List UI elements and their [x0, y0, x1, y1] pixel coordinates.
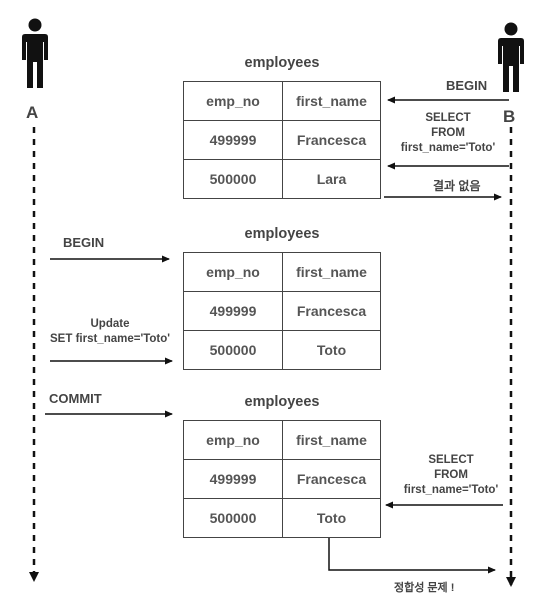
sql-line: FROM — [431, 127, 465, 139]
table-header-cell: first_name — [282, 420, 381, 460]
table-cell: 499999 — [183, 291, 283, 331]
table1-title: employees — [244, 55, 320, 71]
b-begin-label: BEGIN — [446, 78, 488, 93]
sql-line: SELECT — [425, 112, 471, 124]
table-row: 500000 Lara — [183, 159, 381, 199]
sql-line: SELECT — [428, 454, 474, 466]
table-row: 500000 Toto — [183, 498, 381, 538]
table-header-row: emp_no first_name — [183, 252, 381, 292]
table-cell: Toto — [282, 330, 381, 370]
person-a-icon — [22, 18, 48, 88]
table3-title: employees — [244, 394, 320, 410]
table-cell: 500000 — [183, 330, 283, 370]
table-row: 499999 Francesca — [183, 291, 381, 331]
b-select1-label: SELECT FROM first_name='Toto' — [386, 111, 510, 156]
table-cell: 500000 — [183, 498, 283, 538]
a-update-label: Update SET first_name='Toto' — [40, 317, 180, 347]
consistency-problem-label: 정합성 문제 ! — [394, 582, 455, 594]
table3: emp_no first_name 499999 Francesca 50000… — [183, 420, 381, 538]
table-row: 499999 Francesca — [183, 459, 381, 499]
table-header-cell: emp_no — [183, 420, 283, 460]
table-cell: Lara — [282, 159, 381, 199]
table-header-row: emp_no first_name — [183, 81, 381, 121]
table-cell: Francesca — [282, 120, 381, 160]
sql-line: first_name='Toto' — [403, 484, 499, 496]
a-commit-label: COMMIT — [49, 391, 102, 406]
sql-line: Update — [90, 318, 130, 330]
table-header-cell: emp_no — [183, 81, 283, 121]
table2-title: employees — [244, 226, 320, 242]
table-header-cell: first_name — [282, 81, 381, 121]
table-cell: 499999 — [183, 459, 283, 499]
arrow-consistency — [328, 537, 496, 574]
table-header-row: emp_no first_name — [183, 420, 381, 460]
table-cell: Francesca — [282, 459, 381, 499]
person-b-icon — [498, 22, 524, 92]
sql-line: first_name='Toto' — [400, 142, 496, 154]
actor-b-label: B — [503, 107, 516, 126]
b-select2-label: SELECT FROM first_name='Toto' — [389, 453, 513, 498]
table2: emp_no first_name 499999 Francesca 50000… — [183, 252, 381, 370]
table-cell: 500000 — [183, 159, 283, 199]
table1: emp_no first_name 499999 Francesca 50000… — [183, 81, 381, 199]
table-cell: Toto — [282, 498, 381, 538]
actor-a-label: A — [26, 103, 39, 122]
table-header-cell: first_name — [282, 252, 381, 292]
sql-line: FROM — [434, 469, 468, 481]
table-row: 500000 Toto — [183, 330, 381, 370]
table-header-cell: emp_no — [183, 252, 283, 292]
sql-line: SET first_name='Toto' — [50, 333, 170, 345]
table-cell: Francesca — [282, 291, 381, 331]
a-begin-label: BEGIN — [63, 235, 105, 250]
table-row: 499999 Francesca — [183, 120, 381, 160]
b-result1-label: 결과 없음 — [433, 179, 481, 193]
table-cell: 499999 — [183, 120, 283, 160]
